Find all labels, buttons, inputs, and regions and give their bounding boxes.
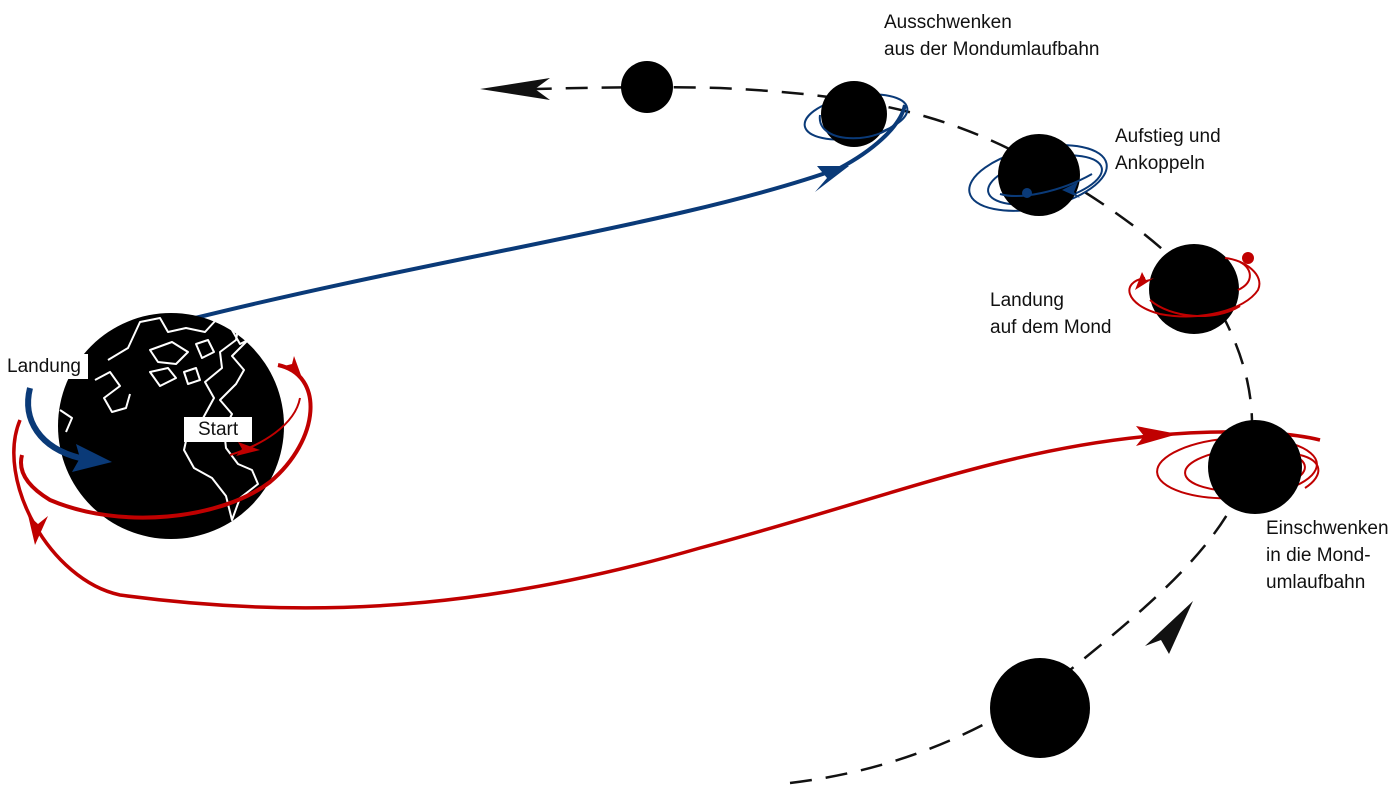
label-exit-lunar-orbit: Ausschwenken aus der Mondumlaufbahn [884,9,1099,63]
label-landing-earth: Landung [0,354,88,379]
orbit-arrowhead-earth-top [284,356,302,378]
label-line: umlaufbahn [1266,572,1366,593]
label-line: Ankoppeln [1115,153,1205,174]
moon-ascent-docking [968,134,1108,216]
return-path [194,104,907,320]
moon-disc-icon [621,61,673,113]
label-line: Ausschwenken [884,12,1012,33]
label-line: aus der Mondumlaufbahn [884,39,1100,60]
earth-globe-icon [58,313,284,539]
moon-disc-icon [998,134,1080,216]
moon-insertion [1156,420,1320,514]
orbit-arrowhead-docking [1062,182,1080,198]
moon-path-arrowhead-lower [1145,601,1193,654]
label-line: in die Mond- [1266,545,1371,566]
moon-landing [1128,244,1261,334]
moon-exit [803,81,909,147]
label-line: Landung [990,290,1064,311]
outbound-path-arrowhead-moon [1136,426,1178,446]
moon-disc-icon [990,658,1090,758]
outbound-path-arrowhead-earth [28,515,48,545]
label-ascent-docking: Aufstieg und Ankoppeln [1115,123,1221,177]
label-lunar-landing: Landung auf dem Mond [990,287,1111,341]
orbit-arrowhead-landing [1135,272,1154,290]
earth-parking-orbit [19,363,313,520]
orbit-arrowhead-earth-inner [236,442,260,456]
label-start: Start [184,417,253,442]
label-line: Einschwenken [1266,518,1389,539]
moon-disc-icon [1208,420,1302,514]
reentry-path [25,387,81,461]
reentry-arrowhead [72,444,112,472]
label-line: auf dem Mond [990,317,1112,338]
moon-disc-icon [821,81,887,147]
label-line: Aufstieg und [1115,126,1221,147]
return-path-arrowhead [815,166,849,192]
moon-path-arrowhead-upper [480,78,550,100]
label-enter-lunar-orbit: Einschwenken in die Mond- umlaufbahn [1266,515,1389,596]
